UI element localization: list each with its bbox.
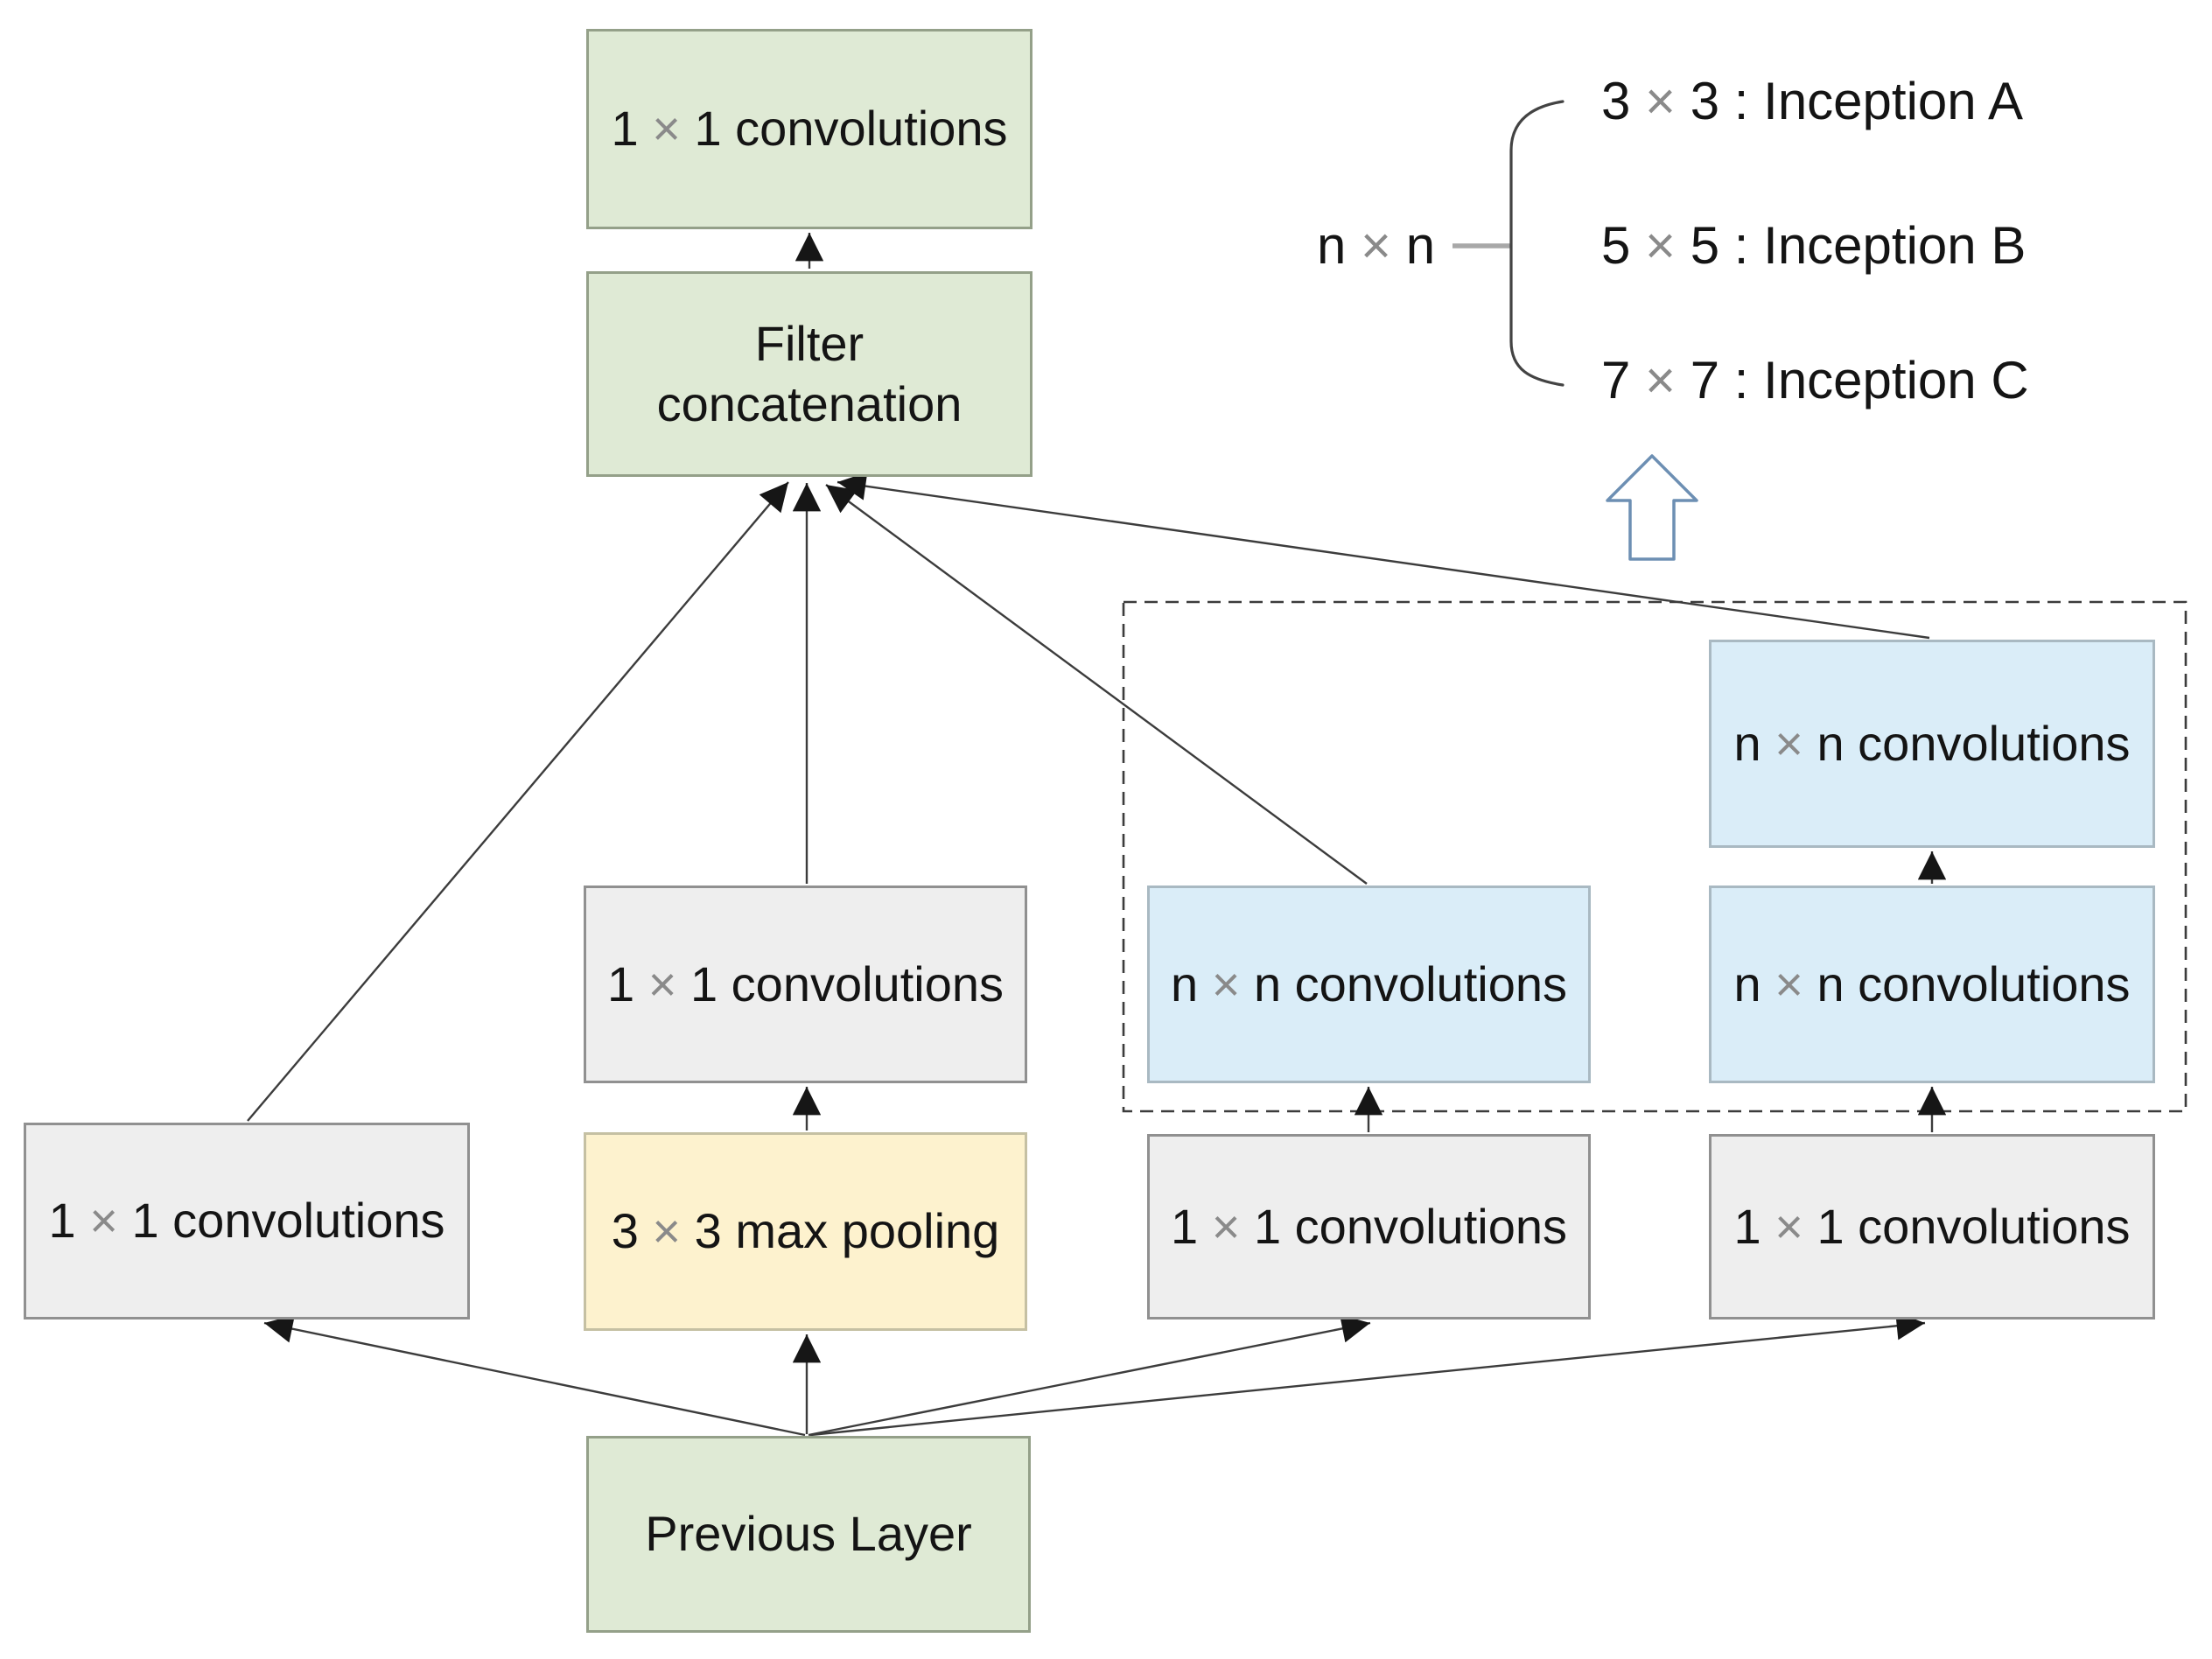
box-b4-nxn-conv-upper-label: n × n convolutions [1733, 715, 2131, 771]
box-output-1x1-conv-label: 1 × 1 convolutions [611, 101, 1008, 157]
box-b3-nxn-conv: n × n convolutions [1147, 886, 1591, 1083]
arrow-b4-upper-to-concat [836, 472, 1930, 640]
box-previous-layer: Previous Layer [586, 1436, 1031, 1633]
box-pool-proj-1x1-conv-label: 1 × 1 convolutions [607, 956, 1004, 1012]
legend-nxn-prefix: n × n [1317, 216, 1436, 275]
box-output-1x1-conv: 1 × 1 convolutions [586, 29, 1032, 229]
legend-brace [1509, 100, 1564, 387]
box-previous-layer-label: Previous Layer [645, 1506, 972, 1562]
box-left-1x1-conv: 1 × 1 convolutions [24, 1123, 470, 1320]
box-3x3-max-pooling: 3 × 3 max pooling [584, 1132, 1027, 1331]
arrow-prev-to-left-conv [263, 1314, 806, 1437]
legend-item-inception-c: 7 × 7 : Inception C [1601, 351, 2029, 410]
box-b3-1x1-conv-label: 1 × 1 convolutions [1171, 1198, 1567, 1254]
box-b4-nxn-conv-lower-label: n × n convolutions [1733, 956, 2131, 1012]
box-b4-nxn-conv-upper: n × n convolutions [1709, 640, 2155, 848]
legend-item-inception-a: 3 × 3 : Inception A [1601, 72, 2024, 130]
dashed-group-rect [1122, 600, 2188, 1113]
box-b3-1x1-conv: 1 × 1 convolutions [1147, 1134, 1591, 1320]
up-block-arrow-icon [1606, 454, 1698, 561]
legend-item-inception-b: 5 × 5 : Inception B [1601, 216, 2026, 275]
arrow-prev-to-b4-1x1 [809, 1312, 1926, 1437]
box-filter-concatenation: Filter concatenation [586, 271, 1032, 477]
box-b4-nxn-conv-lower: n × n convolutions [1709, 886, 2155, 1083]
arrows-group [247, 233, 1947, 1437]
box-b4-1x1-conv: 1 × 1 convolutions [1709, 1134, 2155, 1320]
box-b4-1x1-conv-label: 1 × 1 convolutions [1733, 1198, 2131, 1254]
box-pool-proj-1x1-conv: 1 × 1 convolutions [584, 886, 1027, 1083]
arrow-prev-to-b3-1x1 [808, 1314, 1371, 1437]
box-b3-nxn-conv-label: n × n convolutions [1171, 956, 1567, 1012]
arrow-b3-nxn-to-concat [825, 484, 1368, 885]
box-3x3-max-pooling-label: 3 × 3 max pooling [611, 1203, 1000, 1259]
box-left-1x1-conv-label: 1 × 1 convolutions [48, 1193, 445, 1249]
box-filter-concatenation-label: Filter concatenation [656, 316, 962, 431]
arrow-left-conv-to-concat [247, 481, 789, 1122]
